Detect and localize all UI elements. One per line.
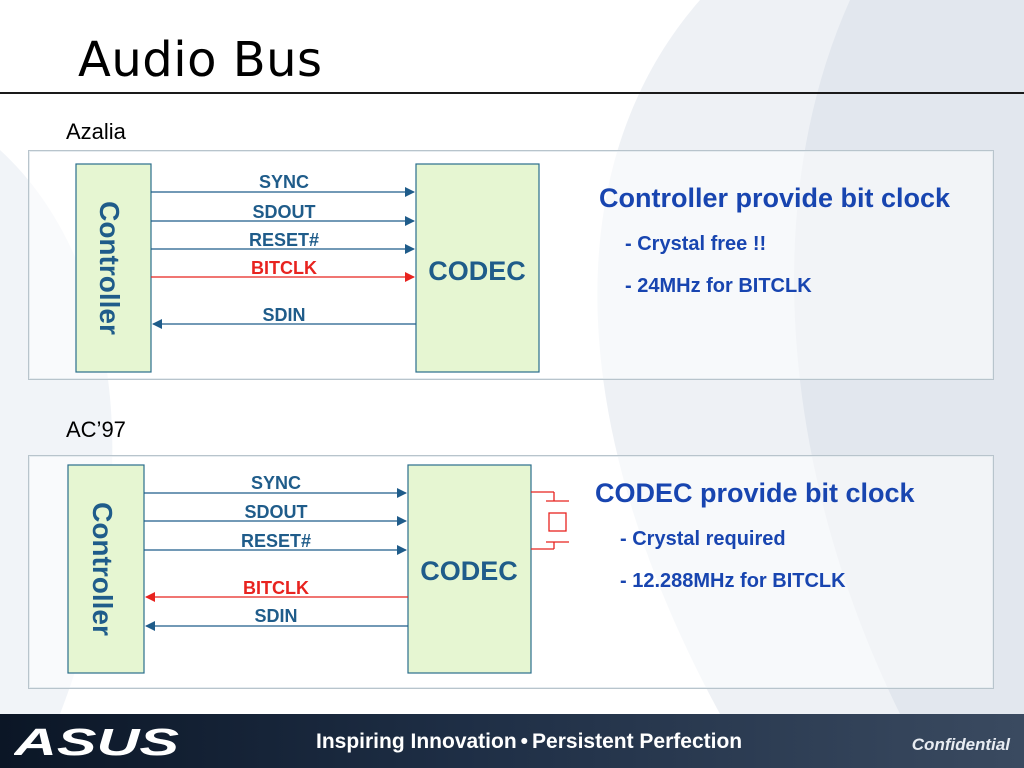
ac97-sdout-label: SDOUT [245,502,308,522]
azalia-bullet-frequency: - 24MHz for BITCLK [625,275,812,297]
ac97-controller-label: Controller [87,502,118,636]
azalia-section-label: Azalia [66,119,126,144]
asus-logo: ASUS [14,724,179,760]
azalia-bullet-crystal: - Crystal free !! [625,233,766,255]
azalia-headline: Controller provide bit clock [599,183,951,213]
ac97-codec-box [407,464,532,674]
azalia-reset-label: RESET# [249,230,319,250]
ac97-sync-label: SYNC [251,473,301,493]
ac97-diagram-panel: Controller CODEC SYNC SDOUT RESET# BITCL… [28,455,994,689]
confidential-label: Confidential [911,735,1010,754]
footer-tagline: Inspiring Innovation•Persistent Perfecti… [316,730,742,754]
azalia-diagram-panel: Controller CODEC SYNC SDOUT RESET# BITCL… [28,150,994,380]
ac97-bullet-crystal: - Crystal required [620,528,786,550]
azalia-bitclk-label: BITCLK [251,258,317,278]
svg-text:ASUS: ASUS [14,724,179,760]
azalia-sdout-label: SDOUT [253,202,316,222]
crystal-icon [531,491,569,550]
azalia-sync-label: SYNC [259,172,309,192]
azalia-codec-label: CODEC [428,256,526,286]
ac97-bitclk-label: BITCLK [243,578,309,598]
azalia-controller-box [75,163,152,373]
tagline-separator: • [520,730,529,753]
tagline-part2: Persistent Perfection [532,730,743,753]
ac97-section-label: AC’97 [66,417,126,442]
ac97-sdin-label: SDIN [254,606,297,626]
ac97-reset-label: RESET# [241,531,311,551]
azalia-codec-box [415,163,540,373]
title-divider [0,92,1024,94]
ac97-headline: CODEC provide bit clock [595,478,916,508]
footer-bar: ASUS Inspiring Innovation•Persistent Per… [0,714,1024,768]
page-title: Audio Bus [78,32,323,88]
ac97-bullet-frequency: - 12.288MHz for BITCLK [620,570,846,592]
ac97-codec-label: CODEC [420,556,518,586]
azalia-controller-label: Controller [94,201,125,335]
ac97-controller-box [67,464,145,674]
azalia-sdin-label: SDIN [262,305,305,325]
tagline-part1: Inspiring Innovation [316,730,517,753]
